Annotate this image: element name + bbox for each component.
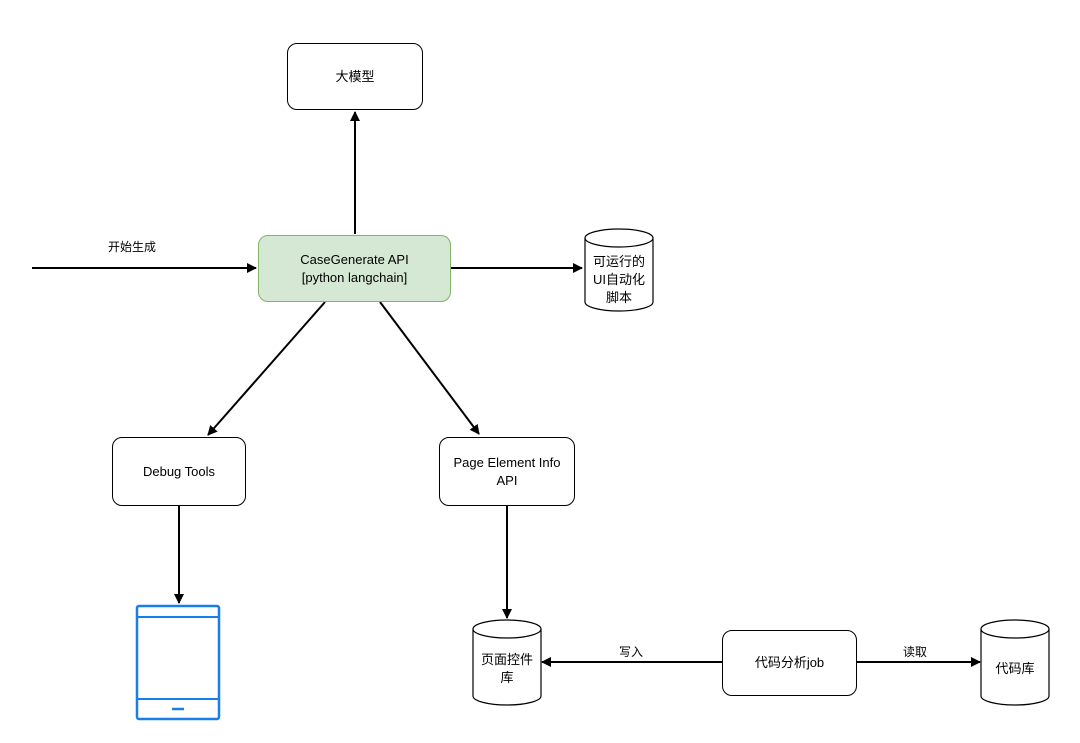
edge-api-to-debug-tools	[207, 301, 326, 436]
edge-api-to-page-api	[379, 301, 480, 435]
llm-node[interactable]: 大模型	[287, 43, 423, 110]
tablet-icon	[135, 604, 221, 721]
element-db-node[interactable]: 页面控件 库	[473, 640, 541, 698]
page-element-info-api-node[interactable]: Page Element Info API	[439, 437, 575, 506]
code-analysis-job-node[interactable]: 代码分析job	[722, 630, 857, 696]
code-db-node[interactable]: 代码库	[981, 640, 1049, 698]
llm-node-label: 大模型	[335, 68, 375, 84]
api-node-line1: CaseGenerate API	[300, 251, 409, 267]
edge-label-start: 开始生成	[108, 240, 157, 254]
code-db-label: 代码库	[995, 661, 1035, 676]
code-job-label: 代码分析job	[754, 655, 825, 670]
page-api-line2: API	[496, 472, 518, 488]
cylinder-element-db-shape	[472, 619, 542, 706]
script-db-line1: 可运行的	[592, 254, 645, 269]
script-db-line3: 脚本	[605, 290, 632, 305]
element-db-line2: 库	[500, 670, 514, 685]
page-api-line1: Page Element Info	[453, 454, 561, 470]
api-node-line2: [python langchain]	[301, 269, 408, 285]
debug-tools-label: Debug Tools	[142, 463, 216, 479]
element-db-line1: 页面控件	[480, 652, 533, 667]
script-db-node[interactable]: 可运行的 UI自动化 脚本	[585, 249, 653, 311]
debug-tools-node[interactable]: Debug Tools	[112, 437, 246, 506]
edge-label-read: 读取	[903, 645, 928, 659]
script-db-line2: UI自动化	[592, 272, 645, 287]
cylinder-code-db-shape	[980, 619, 1050, 706]
cylinder-script-db-shape	[584, 228, 654, 312]
case-generate-api-node[interactable]: CaseGenerate API [python langchain]	[258, 235, 451, 302]
edge-label-write: 写入	[619, 645, 644, 659]
